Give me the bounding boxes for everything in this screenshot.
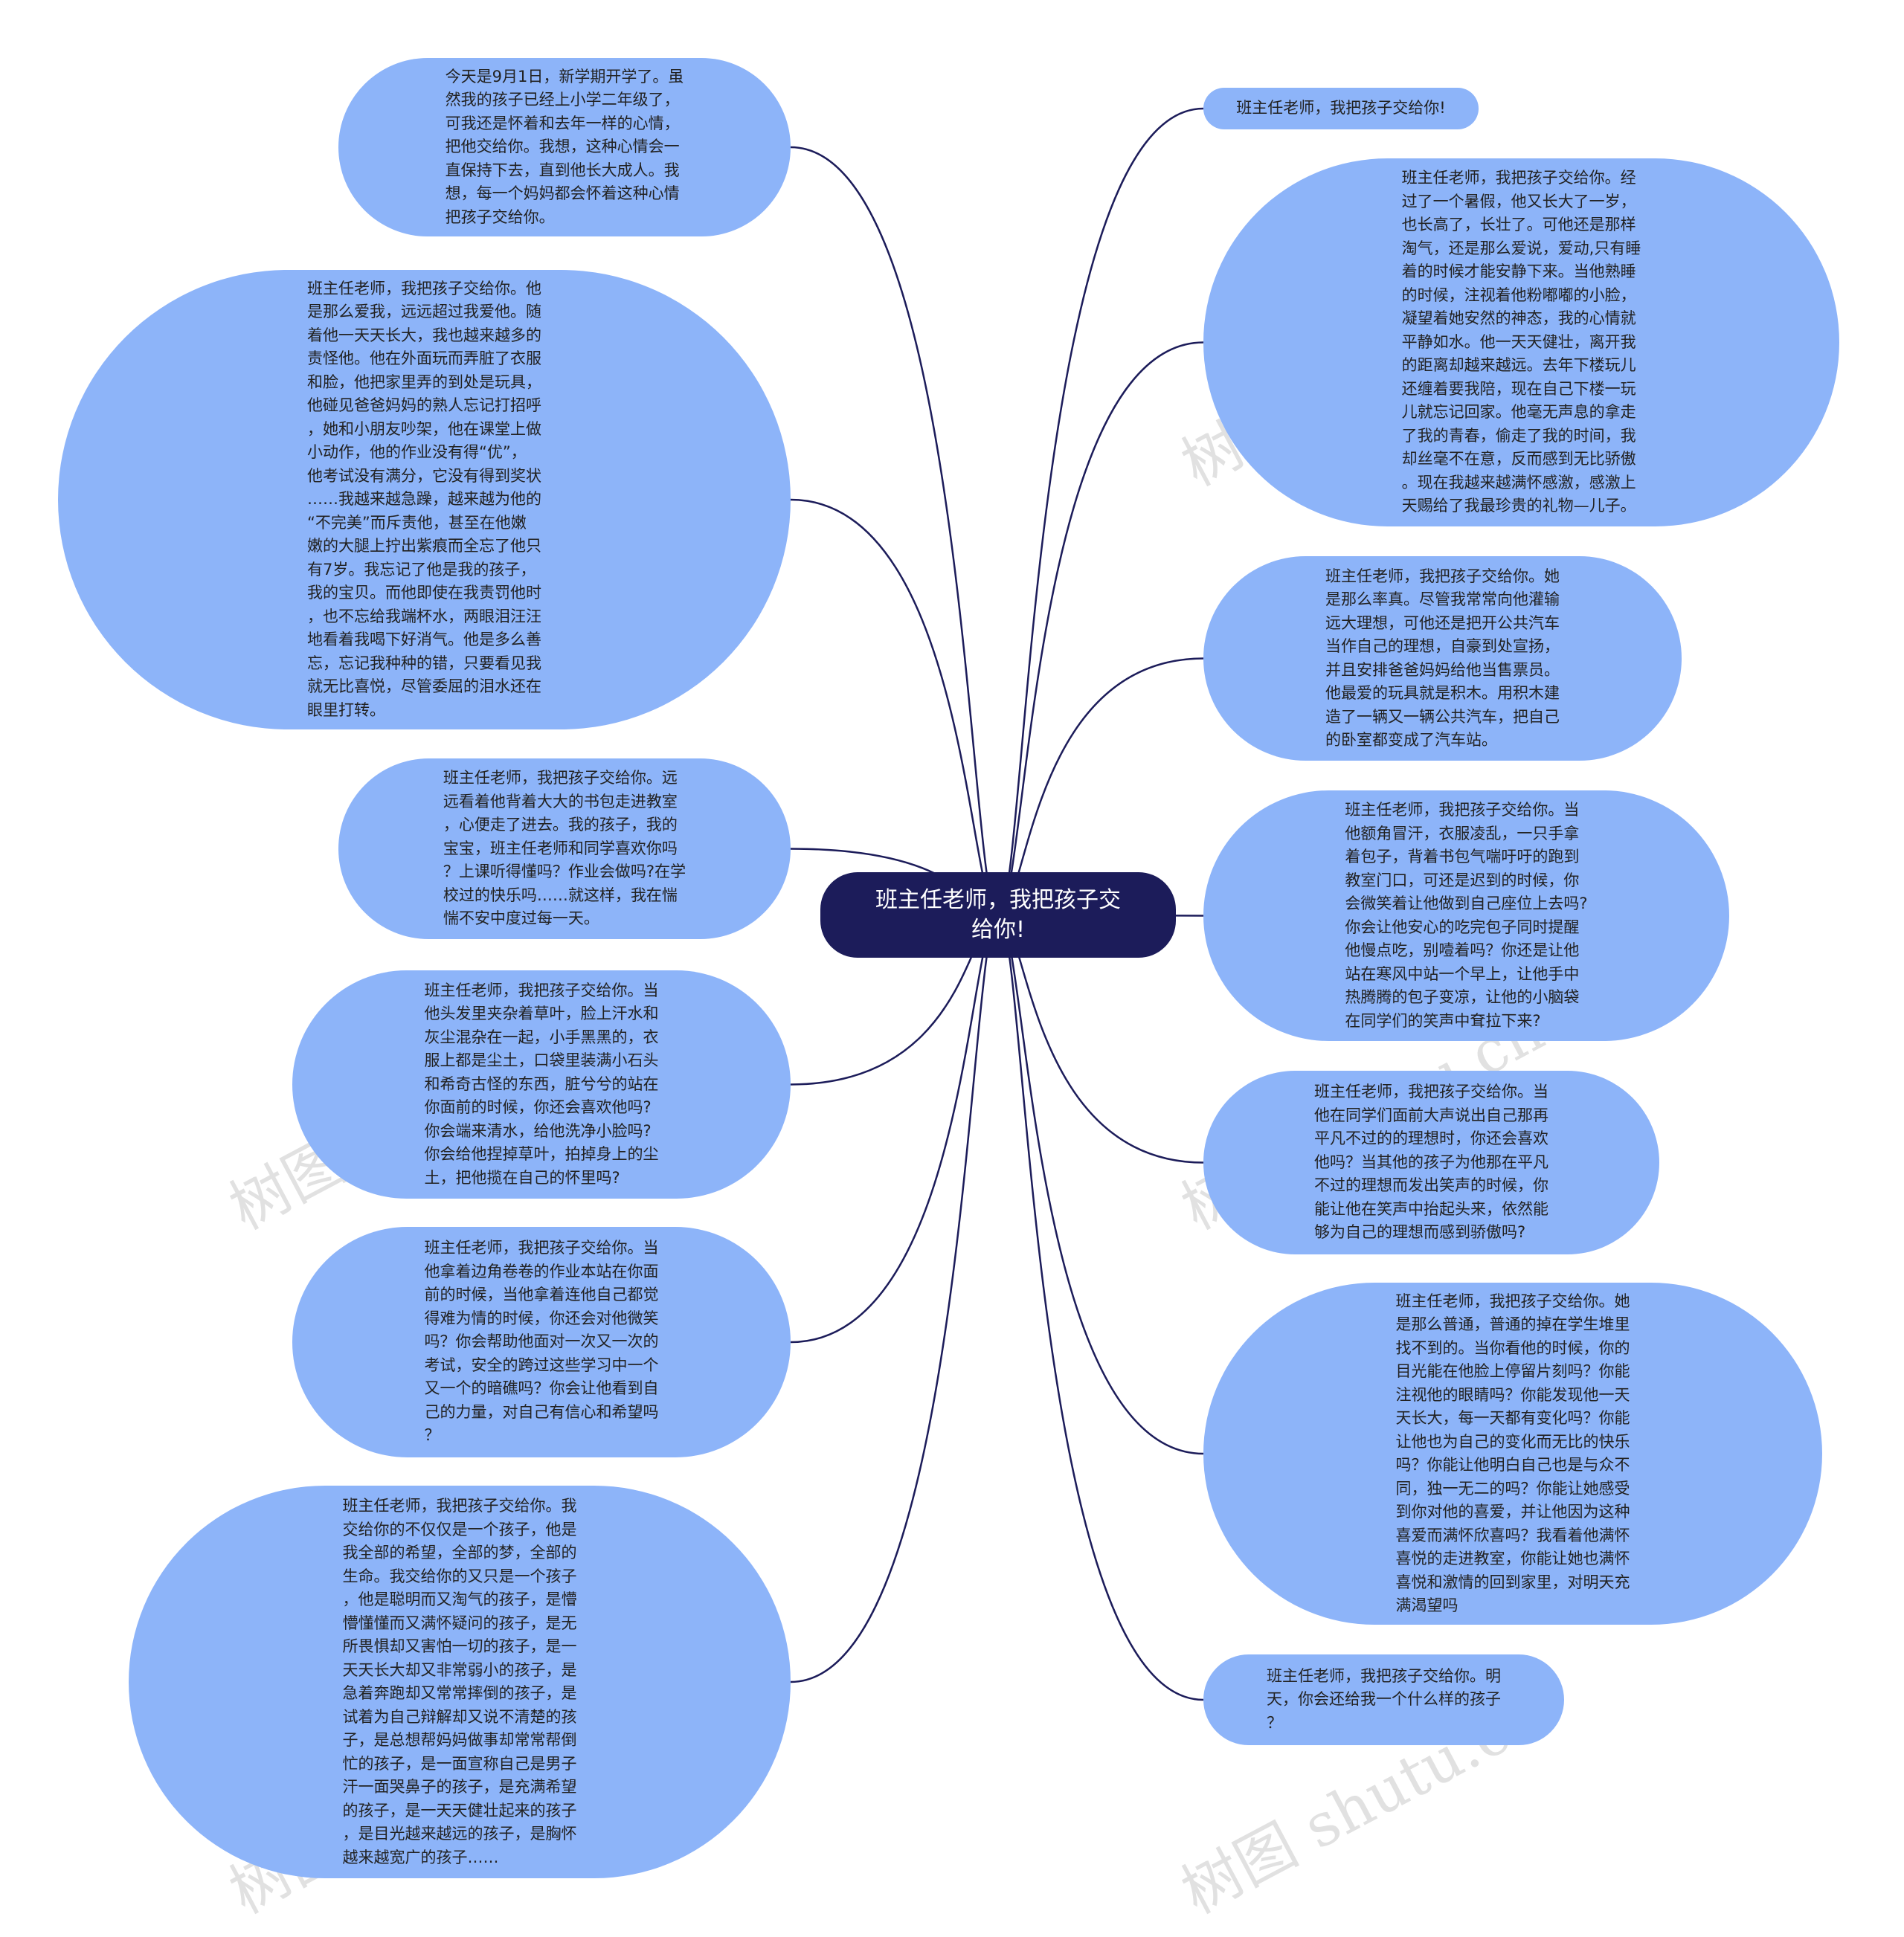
branch-text: 班主任老师，我把孩子交给你。当 他额角冒汗，衣服凌乱，一只手拿 着包子，背着书包… (1345, 801, 1588, 1030)
left-branch-node[interactable]: 今天是9月1日，新学期开学了。虽 然我的孩子已经上小学二年级了， 可我还是怀着和… (338, 58, 791, 236)
right-branch-node[interactable]: 班主任老师，我把孩子交给你! (1203, 88, 1479, 129)
left-branch-node[interactable]: 班主任老师，我把孩子交给你。他 是那么爱我，远远超过我爱他。随 着他一天天长大，… (58, 270, 791, 729)
central-topic[interactable]: 班主任老师，我把孩子交 给你! (820, 872, 1176, 958)
connector-line (790, 914, 999, 1344)
left-branch-node[interactable]: 班主任老师，我把孩子交给你。我 交给你的不仅仅是一个孩子，他是 我全部的希望，全… (129, 1486, 791, 1878)
branch-text: 班主任老师，我把孩子交给你。当 他头发里夹杂着草叶，脸上汗水和 灰尘混杂在一起，… (424, 981, 659, 1187)
right-branch-node[interactable]: 班主任老师，我把孩子交给你。当 他在同学们面前大声说出自己那再 平凡不过的的理想… (1203, 1071, 1659, 1254)
branch-text: 班主任老师，我把孩子交给你! (1236, 99, 1446, 117)
branch-text: 班主任老师，我把孩子交给你。他 是那么爱我，远远超过我爱他。随 着他一天天长大，… (307, 279, 541, 719)
branch-text: 班主任老师，我把孩子交给你。我 交给你的不仅仅是一个孩子，他是 我全部的希望，全… (342, 1497, 577, 1866)
connector-line (997, 914, 1204, 1455)
connector-line (790, 146, 999, 916)
branch-text: 班主任老师，我把孩子交给你。她 是那么普通，普通的掉在学生堆里 找不到的。当你看… (1395, 1292, 1630, 1615)
right-branch-node[interactable]: 班主任老师，我把孩子交给你。她 是那么普通，普通的掉在学生堆里 找不到的。当你看… (1203, 1283, 1822, 1625)
connector-line (997, 107, 1204, 916)
central-topic-label: 班主任老师，我把孩子交 给你! (875, 886, 1121, 943)
right-branch-node[interactable]: 班主任老师，我把孩子交给你。她 是那么率真。尽管我常常向他灌输 远大理想，可他还… (1203, 556, 1682, 761)
connector-line (997, 341, 1204, 916)
branch-text: 班主任老师，我把孩子交给你。远 远看着他背着大大的书包走进教室 ，心便走了进去。… (443, 769, 686, 928)
branch-text: 班主任老师，我把孩子交给你。明 天，你会还给我一个什么样的孩子 ？ (1267, 1666, 1501, 1732)
branch-text: 班主任老师，我把孩子交给你。她 是那么率真。尽管我常常向他灌输 远大理想，可他还… (1325, 567, 1560, 750)
right-branch-node[interactable]: 班主任老师，我把孩子交给你。当 他额角冒汗，衣服凌乱，一只手拿 着包子，背着书包… (1203, 790, 1729, 1041)
branch-text: 班主任老师，我把孩子交给你。当 他拿着边角卷卷的作业本站在你面 前的时候，当他拿… (424, 1239, 659, 1445)
right-branch-node[interactable]: 班主任老师，我把孩子交给你。经 过了一个暑假，他又长大了一岁， 也长高了，长壮了… (1203, 158, 1839, 526)
left-branch-node[interactable]: 班主任老师，我把孩子交给你。远 远看着他背着大大的书包走进教室 ，心便走了进去。… (338, 758, 791, 939)
branch-text: 今天是9月1日，新学期开学了。虽 然我的孩子已经上小学二年级了， 可我还是怀着和… (445, 67, 684, 226)
connector-line (790, 498, 999, 916)
left-branch-node[interactable]: 班主任老师，我把孩子交给你。当 他头发里夹杂着草叶，脸上汗水和 灰尘混杂在一起，… (292, 970, 791, 1199)
connector-line (997, 914, 1204, 1701)
connector-line (790, 914, 999, 1683)
right-branch-node[interactable]: 班主任老师，我把孩子交给你。明 天，你会还给我一个什么样的孩子 ？ (1203, 1654, 1564, 1745)
branch-text: 班主任老师，我把孩子交给你。经 过了一个暑假，他又长大了一岁， 也长高了，长壮了… (1401, 169, 1641, 515)
left-branch-node[interactable]: 班主任老师，我把孩子交给你。当 他拿着边角卷卷的作业本站在你面 前的时候，当他拿… (292, 1227, 791, 1457)
branch-text: 班主任老师，我把孩子交给你。当 他在同学们面前大声说出自己那再 平凡不过的的理想… (1314, 1083, 1548, 1242)
